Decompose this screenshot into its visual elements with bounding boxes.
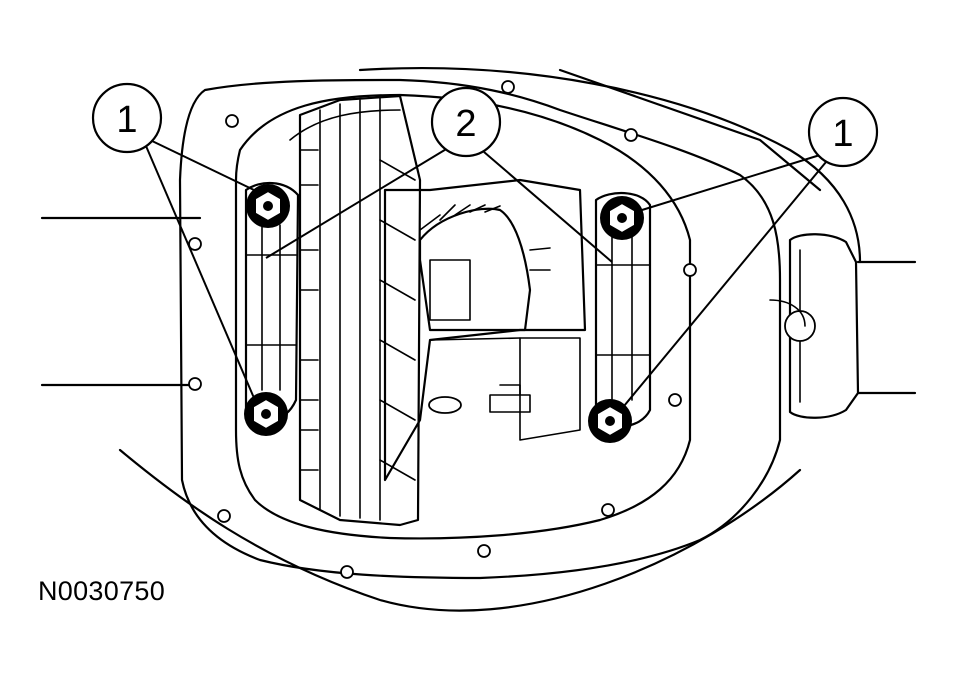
bearing-cap-bolts — [244, 184, 644, 443]
ring-gear — [298, 94, 422, 527]
callout-label: 1 — [832, 113, 853, 155]
bolt-icon — [246, 184, 290, 228]
pinion-flange — [769, 233, 860, 419]
callout-1-right: 1 — [807, 96, 879, 168]
callout-2: 2 — [430, 86, 502, 158]
callout-label: 2 — [455, 103, 476, 145]
callout-label: 1 — [116, 99, 137, 141]
bolt-icon — [244, 392, 288, 436]
figure-id: N0030750 — [38, 576, 166, 606]
housing-cover-flange — [178, 78, 782, 580]
callout-1-left: 1 — [91, 82, 163, 154]
differential-case — [383, 178, 587, 482]
bolt-icon — [588, 399, 632, 443]
callout-leader-lines — [145, 139, 827, 407]
bolt-icon — [600, 196, 644, 240]
